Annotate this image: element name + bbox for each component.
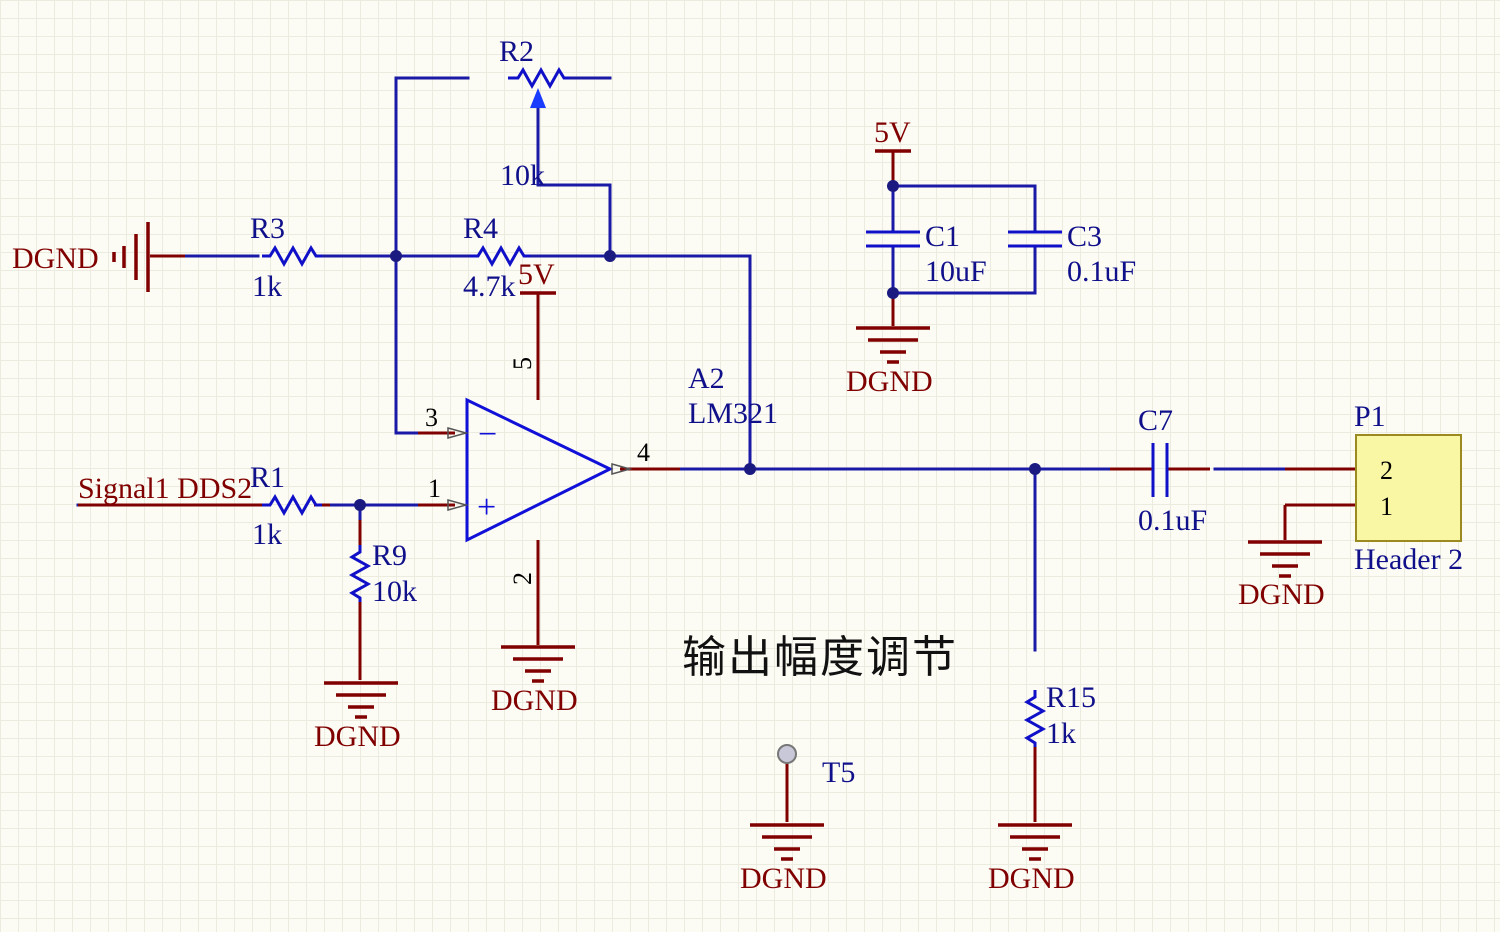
junctions (354, 180, 1041, 511)
refdes-c1: C1 (925, 220, 960, 253)
ground-icon-opamp (501, 645, 575, 683)
header-p1-body (1355, 434, 1462, 542)
value-r9: 10k (372, 575, 417, 608)
r9-symbol (348, 545, 372, 602)
pin-label-3: 3 (425, 403, 438, 432)
junction-cap-top (887, 180, 899, 192)
power-symbols (520, 149, 911, 295)
opamp-pin4-arrow (611, 463, 633, 475)
refdes-r1: R1 (250, 461, 285, 494)
r4-symbol (470, 244, 530, 268)
opamp-pin3-arrow (447, 427, 469, 439)
value-r4: 4.7k (463, 270, 516, 303)
pin-label-5: 5 (508, 357, 537, 370)
refdes-t5: T5 (822, 756, 855, 789)
opamp-pin1-arrow (447, 499, 469, 511)
refdes-c7: C7 (1138, 404, 1173, 437)
value-c7: 0.1uF (1138, 504, 1207, 537)
pin-label-2: 2 (508, 572, 537, 585)
refdes-r4: R4 (463, 212, 498, 245)
value-r2: 10k (500, 159, 545, 192)
refdes-r9: R9 (372, 539, 407, 572)
junction-plus-node (354, 499, 366, 511)
r3-symbol (262, 244, 322, 268)
ground-icon-r9 (324, 681, 398, 719)
junction-left-node (390, 250, 402, 262)
testpoint-t5-icon (777, 744, 797, 764)
ground-icon-r15 (998, 823, 1072, 861)
header-pin-label-1: 1 (1380, 492, 1393, 521)
net-label-dgnd-header: DGND (1238, 578, 1325, 611)
opamp-plus-sign: + (477, 489, 496, 526)
net-label-5v-caps: 5V (874, 116, 911, 149)
r1-symbol (262, 493, 322, 517)
net-label-5v-opamp: 5V (518, 258, 555, 291)
ground-icon-caps (856, 326, 930, 364)
ground-symbols (112, 222, 1322, 861)
junction-output-node (744, 463, 756, 475)
refdes-p1: P1 (1354, 400, 1386, 433)
junction-r15-node (1029, 463, 1041, 475)
wires (76, 76, 1287, 652)
header-pin-label-2: 2 (1380, 456, 1393, 485)
refdes-a2: A2 (688, 362, 725, 395)
net-label-dgnd-r15: DGND (988, 862, 1075, 895)
ground-icon-t5 (750, 823, 824, 861)
refdes-r3: R3 (250, 212, 285, 245)
opamp-triangle (465, 397, 614, 543)
labels: DGND Signal1 DDS2 5V 5V DGND DGND DGND D… (12, 35, 1463, 895)
refdes-c3: C3 (1067, 220, 1102, 253)
opamp-a2 (447, 397, 633, 543)
net-label-dgnd-opamp: DGND (491, 684, 578, 717)
net-label-dgnd-left: DGND (12, 242, 99, 275)
net-label-dgnd-caps: DGND (846, 365, 933, 398)
r15-symbol (1023, 690, 1047, 747)
value-a2: LM321 (688, 397, 778, 430)
value-c3: 0.1uF (1067, 255, 1136, 288)
net-label-dgnd-t5: DGND (740, 862, 827, 895)
value-r15: 1k (1046, 717, 1076, 750)
net-label-dgnd-r9: DGND (314, 720, 401, 753)
resistors (262, 66, 1047, 747)
opamp-minus-sign: − (478, 416, 497, 453)
annotation-note: 输出幅度调节 (682, 633, 958, 682)
pin-label-4: 4 (637, 438, 650, 467)
value-p1: Header 2 (1354, 543, 1463, 576)
refdes-r2: R2 (499, 35, 534, 68)
pin-label-1: 1 (428, 474, 441, 503)
r2-wiper-arrow (530, 88, 546, 108)
ground-icon-left (112, 222, 150, 292)
refdes-r15: R15 (1046, 681, 1096, 714)
r2-symbol (508, 66, 570, 90)
capacitors (866, 230, 1210, 497)
value-r1: 1k (252, 518, 282, 551)
ground-icon-header (1248, 540, 1322, 578)
value-c1: 10uF (925, 255, 987, 288)
net-label-input: Signal1 DDS2 (78, 472, 252, 505)
value-r3: 1k (252, 270, 282, 303)
junction-r4-node (604, 250, 616, 262)
junction-cap-bottom (887, 287, 899, 299)
